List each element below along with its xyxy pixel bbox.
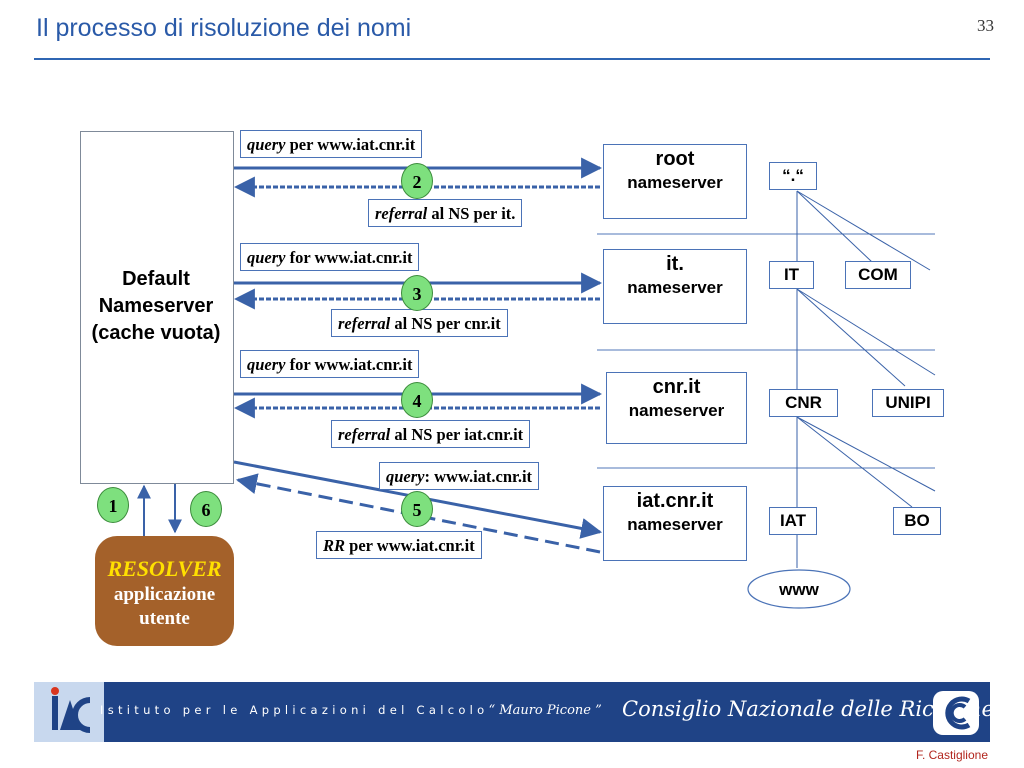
tree-edge (796, 190, 873, 263)
step-1-badge: 1 (97, 487, 129, 523)
tree-edge (796, 288, 936, 376)
author-credit: F. Castiglione (915, 748, 988, 762)
tree-node-www (747, 569, 851, 609)
message-query-it: query for www.iat.cnr.it (240, 243, 420, 271)
cnr-logo-icon (933, 691, 979, 735)
step-4-badge: 4 (401, 382, 433, 418)
default-nameserver-box (80, 131, 234, 484)
step-6-badge: 6 (190, 491, 222, 527)
message-referral-cnr: referral al NS per cnr.it (331, 309, 508, 337)
step-3-badge: 3 (401, 275, 433, 311)
message-referral-it: referral al NS per it. (368, 199, 523, 227)
tree-node-root: “.“ (769, 162, 817, 190)
page-title: Il processo di risoluzione dei nomi (36, 14, 412, 42)
title-underline (34, 58, 990, 60)
tree-node-com: COM (845, 261, 911, 289)
it-nameserver-box: it.nameserver (603, 249, 747, 324)
cnr-logo (931, 689, 981, 737)
tree-node-www-label: www (778, 580, 819, 599)
tree-node-unipi: UNIPI (872, 389, 944, 417)
message-rr-response: RR per www.iat.cnr.it (316, 531, 482, 559)
cnr-name: Consiglio Nazionale delle Ricerche (622, 697, 994, 721)
tree-edge (796, 190, 931, 271)
tree-edge (796, 416, 936, 492)
tree-node-bo: BO (893, 507, 941, 535)
resolver-block: RESOLVER applicazione utente (95, 536, 234, 646)
page-number: 33 (977, 16, 994, 35)
tree-node-it: IT (769, 261, 814, 289)
message-query-root: query per www.iat.cnr.it (240, 130, 423, 158)
iac-logo-icon (51, 687, 91, 733)
iac-logo (34, 682, 104, 742)
tree-node-iat: IAT (769, 507, 817, 535)
tree-node-cnr: CNR (769, 389, 838, 417)
default-nameserver-label: Default Nameserver (cache vuota) (91, 268, 221, 344)
message-referral-iat: referral al NS per iat.cnr.it (331, 420, 531, 448)
tree-edge (796, 288, 906, 387)
step-5-badge: 5 (401, 491, 433, 527)
rr-arrow-5 (235, 473, 601, 554)
step-2-badge: 2 (401, 163, 433, 199)
message-query-cnr: query for www.iat.cnr.it (240, 350, 420, 378)
message-query-iat: query: www.iat.cnr.it (379, 462, 540, 490)
tree-edge (796, 416, 913, 508)
footer-banner (34, 682, 990, 742)
institute-name: Istituto per le Applicazioni del Calcolo… (100, 703, 602, 718)
